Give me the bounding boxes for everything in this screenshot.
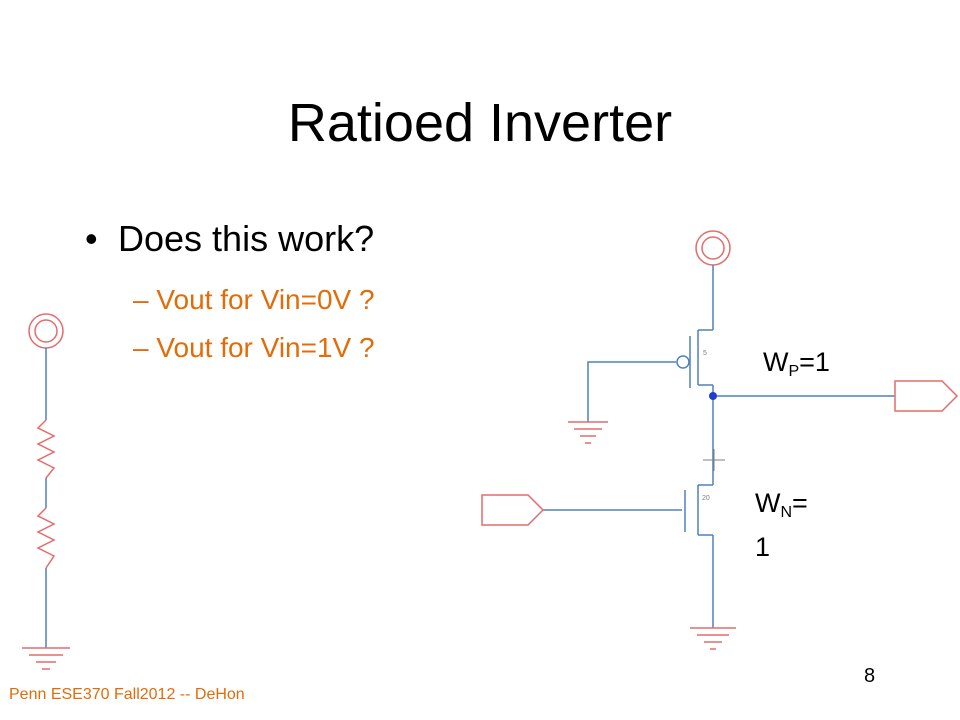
right-wires (543, 265, 895, 628)
nmos-size-label: 20 (702, 495, 710, 502)
wp-letter: W (763, 347, 789, 377)
footer-text: Penn ESE370 Fall2012 -- DeHon (9, 686, 245, 703)
right-ground-symbol (690, 627, 736, 650)
sub-bullet-vin0: – Vout for Vin=0V ? (133, 284, 375, 316)
pmos-gate-ground-symbol (568, 421, 608, 444)
pmos-width-label: WP=1 (763, 347, 830, 381)
wn-subscript: N (780, 504, 793, 521)
left-vdd-symbol (28, 313, 64, 349)
output-node-dot (709, 392, 717, 400)
output-port-symbol (894, 380, 959, 412)
wn-equals: = (792, 488, 808, 518)
crosshair-marker (703, 449, 725, 471)
pmos-transistor (676, 329, 713, 388)
slide-title: Ratioed Inverter (287, 93, 673, 153)
resistor-top (36, 419, 56, 479)
sub-bullet-vin1: – Vout for Vin=1V ? (133, 332, 375, 364)
sub-bullet-dash: – (133, 332, 149, 363)
resistor-bottom (36, 507, 56, 569)
wn-letter: W (755, 488, 781, 518)
sub-bullet-text: Vout for Vin=1V ? (156, 332, 375, 363)
nmos-width-label: WN= 1 (755, 486, 808, 564)
wp-value: =1 (799, 347, 830, 377)
right-vdd-symbol (695, 230, 731, 266)
pmos-size-label: 5 (703, 350, 707, 357)
wn-value: 1 (755, 532, 771, 562)
wp-subscript: P (788, 363, 800, 380)
sub-bullet-text: Vout for Vin=0V ? (156, 284, 375, 315)
bullet-dot: • (85, 218, 98, 259)
input-port-symbol (481, 494, 545, 526)
left-ground-symbol (22, 647, 70, 670)
page-number: 8 (864, 665, 876, 687)
nmos-transistor (684, 484, 713, 536)
bullet-text: Does this work? (118, 218, 375, 259)
sub-bullet-dash: – (133, 284, 149, 315)
